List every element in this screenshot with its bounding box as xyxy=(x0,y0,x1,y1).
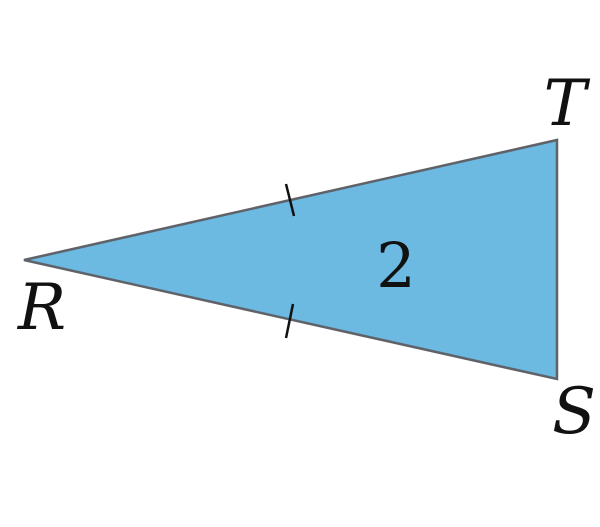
vertex-label-r: R xyxy=(17,271,66,345)
region-number: 2 xyxy=(376,229,415,302)
vertex-label-t: T xyxy=(544,67,591,141)
tick-mark-rs xyxy=(284,303,295,339)
triangle-rst xyxy=(23,138,559,381)
vertex-label-s: S xyxy=(552,375,596,449)
tick-mark-rt xyxy=(284,183,296,217)
